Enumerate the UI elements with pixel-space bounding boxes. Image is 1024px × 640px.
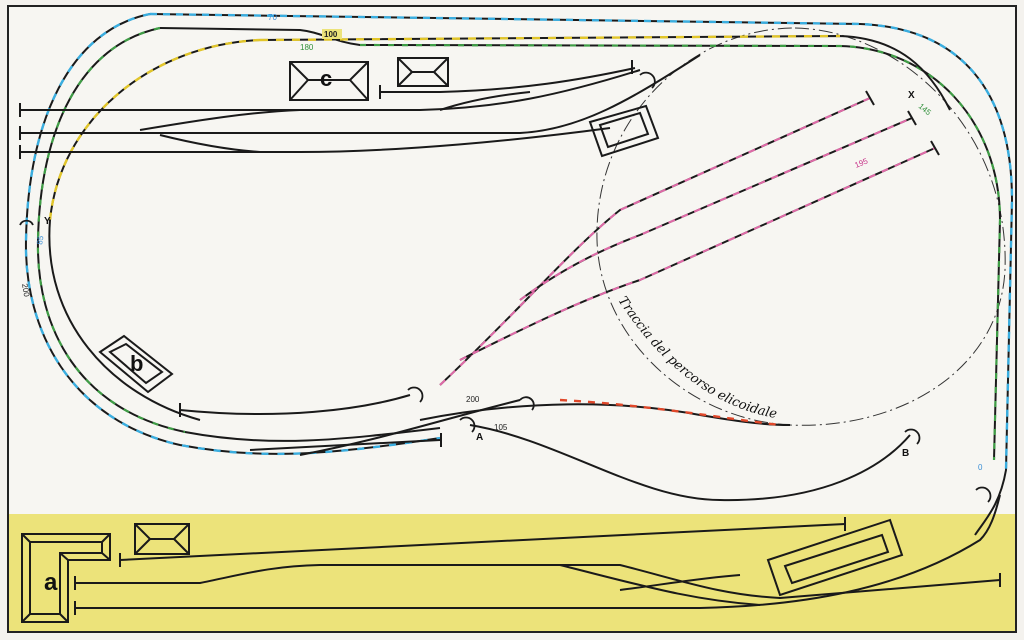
height-180: 180 xyxy=(300,43,314,52)
yard-tracks xyxy=(75,494,1001,609)
building-a xyxy=(21,533,111,623)
yard-area xyxy=(8,514,1016,632)
helix-bumpers xyxy=(865,90,940,156)
inner-loop-colored xyxy=(48,38,261,221)
label-point-b: B xyxy=(902,448,909,459)
height-105: 105 xyxy=(494,423,508,432)
label-building-a: a xyxy=(44,569,58,596)
middle-loop-top-colored xyxy=(359,43,1002,461)
height-200-left: 200 xyxy=(20,283,31,298)
height-85: 85 xyxy=(35,234,46,245)
upper-station-tracks xyxy=(20,54,701,153)
building-small-yard xyxy=(134,523,190,555)
outer-loop-colored xyxy=(149,12,1014,471)
upper-bumpers xyxy=(19,60,633,159)
helix-branch-tracks xyxy=(439,97,936,386)
yard-bumpers xyxy=(74,517,1001,615)
building-b xyxy=(98,334,174,394)
inner-loop-top xyxy=(259,34,951,111)
outer-loop-left-colored xyxy=(24,12,441,456)
label-point-a: A xyxy=(476,432,483,443)
inner-loop-track xyxy=(48,39,261,421)
height-0: 0 xyxy=(978,463,983,472)
height-200-mid: 200 xyxy=(466,395,480,404)
inner-loop-top-colored xyxy=(259,34,841,42)
height-100-badge xyxy=(322,29,342,39)
height-100: 100 xyxy=(324,30,338,39)
label-point-x: X xyxy=(908,90,915,101)
building-upper-right xyxy=(588,104,660,158)
label-point-y: Y xyxy=(44,216,51,227)
label-building-c: c xyxy=(320,66,332,91)
building-c xyxy=(289,61,369,101)
middle-loop-track xyxy=(36,27,441,442)
label-building-b: b xyxy=(130,351,143,376)
turnout-markers xyxy=(19,71,992,503)
height-70: 70 xyxy=(268,13,277,22)
helix-trace xyxy=(596,27,1006,426)
building-yard-right xyxy=(766,518,904,597)
frame-border xyxy=(7,5,1017,633)
middle-bumpers xyxy=(179,403,442,447)
building-upper-small xyxy=(397,57,449,87)
red-segment xyxy=(559,398,781,427)
